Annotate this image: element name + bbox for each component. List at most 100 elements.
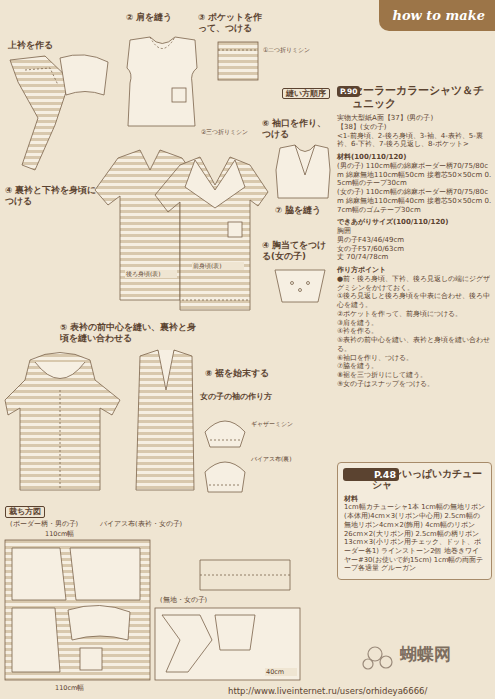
cutting-layout [200, 575, 290, 576]
front-vest [150, 37, 175, 49]
girl-sleeve [205, 462, 245, 492]
front-vest [172, 88, 186, 102]
front-shirt [185, 160, 245, 208]
cutting-layout [200, 560, 290, 590]
cutting-layout [215, 615, 255, 650]
front-vest [127, 37, 197, 126]
part-label: (無地・女の子) [160, 596, 250, 604]
cutting-layout [162, 615, 212, 672]
girl-sleeve [205, 421, 245, 492]
step-heading: ⑦ 脇を縫う [275, 205, 333, 216]
step-heading: 女の子の袖の作り方 [200, 392, 300, 401]
vest-detail [276, 145, 330, 198]
step-heading: ⑧ 裾を始末する [205, 368, 295, 379]
girl-shirt [158, 350, 174, 390]
girl-sleeve [205, 421, 245, 447]
collar-pieces [60, 55, 108, 95]
instruction-text: ②ポケットを作って、前身頃につける。 [337, 310, 492, 319]
node-text: P.48 [374, 469, 396, 480]
instruction-text: 胸囲 [337, 227, 492, 236]
part-label: 前身頃(表) [192, 262, 244, 270]
pocket [218, 42, 258, 80]
instruction-text: ⑧裾を三つ折りにして縫う。 [337, 371, 492, 380]
girl-shirt [136, 350, 194, 490]
logo [380, 656, 392, 668]
instruction-text: 男の子F43/46/49cm [337, 236, 492, 245]
step-heading: ⑤ 表衿の前中心を縫い、裏衿と身頃を縫い合わせる [60, 322, 200, 343]
section-tag: 縫い方順序 [282, 88, 330, 99]
node-text: P.90 [340, 87, 357, 96]
section-heading: できあがりサイズ(100/110/120) [337, 218, 492, 227]
cutting-layout [12, 608, 60, 672]
pocket [218, 50, 258, 51]
node-text: 材料 [344, 495, 485, 504]
hooded-shirt [35, 362, 85, 379]
part-label: バイアス布(表衿・女の子) [100, 520, 200, 528]
pocket [218, 42, 258, 80]
logo [363, 647, 392, 669]
girl-shirt [136, 350, 194, 490]
collar-pieces [10, 56, 70, 170]
cutting-layout [80, 648, 102, 670]
part-label: ①二つ折りミシン [262, 46, 324, 54]
girl-sleeve [210, 440, 240, 441]
front-shirt [182, 300, 248, 301]
instruction-text: (女の子) 110cm幅の綿麻ボーダー柄70/75/80cm 綿麻無地110cm… [337, 188, 492, 214]
instruction-text: 丈 70/74/78cm [337, 253, 492, 262]
instruction-text: ③肩を縫う。 [337, 319, 492, 328]
part-label: 110cm幅 [45, 530, 95, 538]
part-label: ギャザーミシン [250, 420, 307, 428]
cutting-layout [155, 608, 300, 680]
part-label: 後ろ身頃(表) [125, 270, 177, 278]
front-shirt [228, 222, 242, 237]
instruction-text: ⑨女の子はスナップをつける。 [337, 380, 492, 389]
step-heading: ④ 胸当てをつける(女の子) [262, 240, 332, 261]
recipe-panel: リボンいっぱいカチューシャ材料1cm幅カチューシャ1本 1cm幅の無地リボン(本… [337, 462, 492, 580]
chest-piece [275, 270, 325, 302]
instruction-text: 女の子F57/60/63cm [337, 245, 492, 254]
front-shirt [155, 157, 268, 310]
instruction-text: 【38】(女の子) [337, 123, 492, 132]
hooded-shirt [60, 390, 61, 490]
chest-piece [299, 289, 302, 292]
part-label: ②三つ折りミシン [200, 128, 262, 136]
part-label: http://www.liveinternet.ru/users/orhidey… [228, 686, 493, 697]
watermark: 蝴蝶网 [400, 644, 490, 665]
node-text: 1cm幅カチューシャ1本 1cm幅の無地リボン(本体用)4cm×3(リボン中心用… [344, 503, 485, 573]
recipe-title: セーラーカラーシャツ＆チュニック [352, 84, 492, 109]
vest-detail [276, 145, 330, 198]
instruction-text: ①後ろ見返しと後ろ身頃を中表に合わせ、後ろ中心を縫う。 [337, 292, 492, 310]
collar-pieces [10, 55, 108, 170]
section-heading: 材料(100/110/120) [337, 153, 492, 162]
girl-sleeve [209, 485, 241, 486]
instruction-text: ●前・後ろ身頃、下衿、後ろ見返しの端にジグザグミシンをかけておく。 [337, 275, 492, 293]
front-shirt [155, 157, 268, 310]
cutting-layout [5, 540, 150, 680]
cutting-layout [70, 548, 140, 600]
part-label: 40cm [265, 668, 297, 676]
recipe-column: 実物大型紙A面【37】(男の子)【38】(女の子)<1-前身頃、2-後ろ身頃、3… [337, 114, 492, 389]
instruction-text: ⑥袖口を作り、つける。 [337, 354, 492, 363]
cutting-layout [68, 605, 130, 640]
part-label: (ボーダー柄・男の子) [10, 520, 95, 528]
cutting-layout [5, 540, 300, 680]
instruction-text: 実物大型紙A面【37】(男の子) [337, 114, 492, 123]
collar-pieces [25, 68, 58, 85]
instruction-text: ⑦脇を縫う。 [337, 362, 492, 371]
part-label: バイアス布(裏) [250, 455, 307, 463]
instruction-text: ⑤表衿の前中心を縫い、表衿と身頃を縫い合わせる。 [337, 336, 492, 354]
step-heading: ⑥ 袖口を作り、つける [262, 118, 332, 139]
cutting-layout [12, 548, 66, 600]
page-badge: P.90 [337, 86, 360, 97]
instruction-text: (男の子) 110cm幅の綿麻ボーダー柄70/75/80cm 綿麻無地110cm… [337, 162, 492, 188]
section-tag: 裁ち方図 [5, 506, 45, 518]
chest-piece [291, 282, 294, 285]
vest-detail [295, 145, 315, 175]
chest-piece [275, 270, 325, 302]
hooded-shirt [5, 353, 120, 491]
node-text: how to make [393, 8, 486, 23]
hooded-shirt [5, 353, 120, 491]
chest-piece [307, 282, 310, 285]
